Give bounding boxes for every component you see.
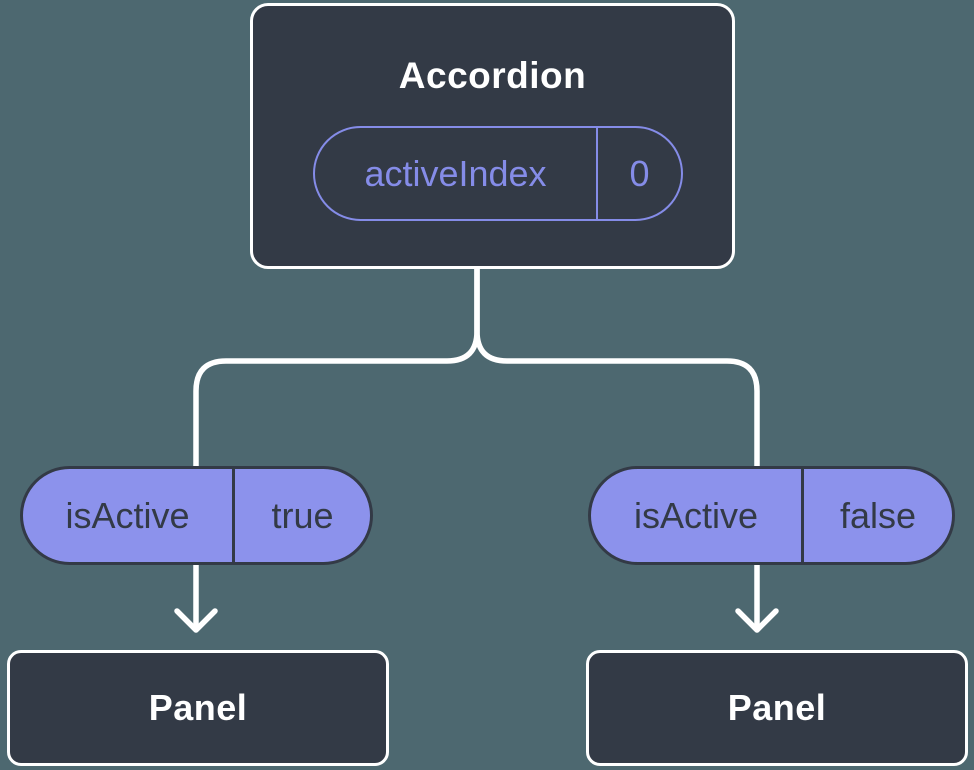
state-pill-activeindex: activeIndex 0 xyxy=(313,126,683,221)
prop-name-label: isActive xyxy=(633,494,759,536)
prop-value-label: false xyxy=(839,494,917,536)
prop-pill-divider xyxy=(801,469,804,562)
connector-left-branch xyxy=(193,263,480,473)
panel-node-title: Panel xyxy=(148,687,248,728)
prop-pill-divider xyxy=(232,469,235,562)
accordion-component-node: Accordion activeIndex 0 xyxy=(250,3,735,269)
connector-right-branch xyxy=(474,263,760,473)
prop-name-label: isActive xyxy=(65,494,190,536)
accordion-node-title: Accordion xyxy=(398,55,587,96)
state-name-label: activeIndex xyxy=(364,152,547,194)
state-value-label: 0 xyxy=(629,152,650,194)
panel-component-node-right: Panel xyxy=(586,650,968,766)
prop-pill-isactive-true: isActive true xyxy=(20,466,373,565)
panel-node-title: Panel xyxy=(727,687,827,728)
prop-value-label: true xyxy=(271,494,334,536)
prop-pill-isactive-false: isActive false xyxy=(588,466,955,565)
panel-component-node-left: Panel xyxy=(7,650,389,766)
arrow-right-head-icon xyxy=(735,608,779,633)
arrow-left-head-icon xyxy=(174,608,218,633)
state-pill-divider xyxy=(596,128,598,219)
